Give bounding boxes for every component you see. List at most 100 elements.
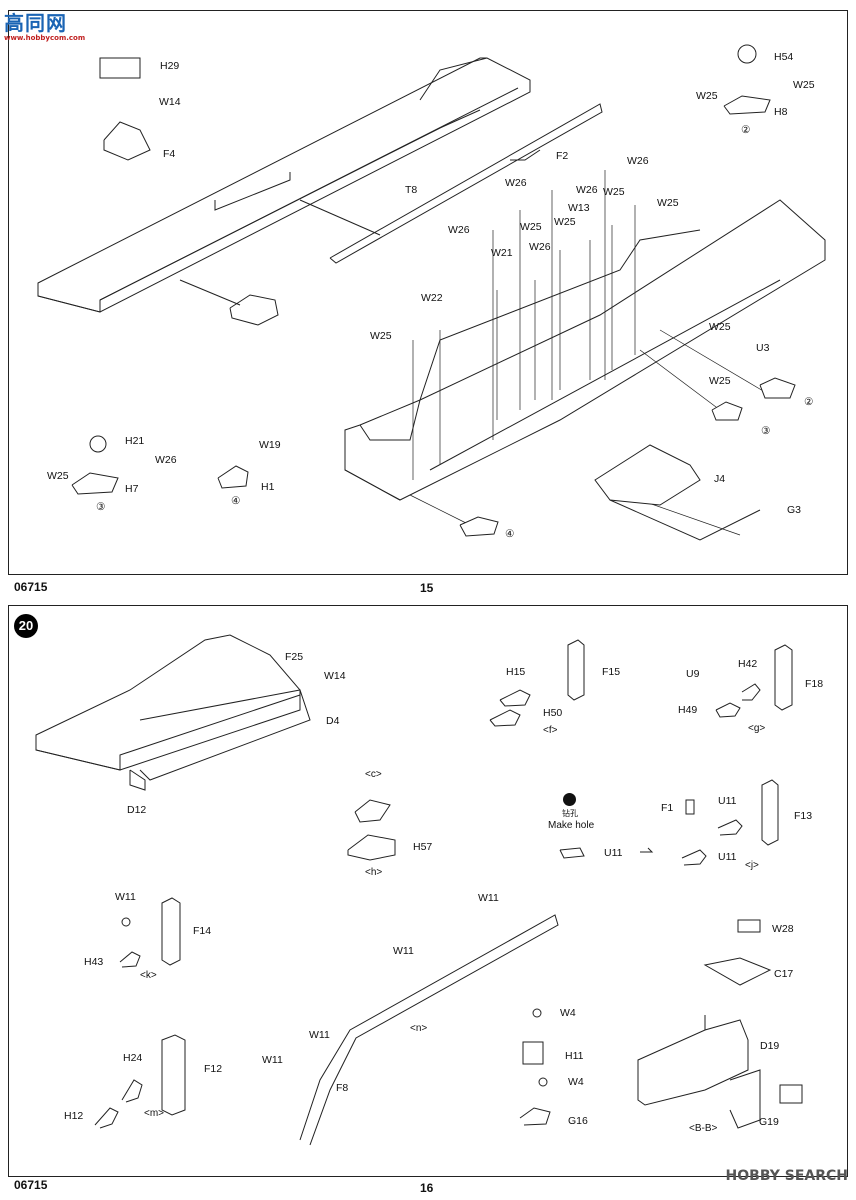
label-f1: F1	[661, 802, 674, 814]
label-f18: F18	[805, 678, 824, 690]
label-f4: F4	[163, 148, 176, 160]
assembly-leader-lines	[409, 170, 771, 536]
label-w26: W26	[505, 177, 527, 189]
h11-g16-part	[519, 1008, 551, 1126]
d12-f25-assembly	[35, 634, 311, 791]
label-w25: W25	[709, 321, 731, 333]
label-h54: H54	[774, 51, 794, 63]
label-t8: T8	[405, 184, 418, 196]
label-w13: W13	[568, 202, 590, 214]
label-w25: W25	[520, 221, 542, 233]
label-w11: W11	[309, 1029, 330, 1041]
label-w19: W19	[259, 439, 281, 451]
label-w22: W22	[421, 292, 443, 304]
label-circled-2: ②	[804, 396, 814, 408]
label-w11: W11	[478, 892, 499, 904]
f15-part	[489, 639, 585, 727]
label-h24: H24	[123, 1052, 143, 1064]
f14-part	[119, 897, 181, 968]
f8-part	[299, 914, 559, 1146]
label-h7: H7	[125, 483, 139, 495]
label-w14: W14	[324, 670, 346, 682]
label-h1: H1	[261, 481, 275, 493]
label-u11: U11	[604, 847, 623, 859]
f4-part	[103, 121, 151, 161]
page-number: 16	[420, 1181, 434, 1195]
bb-assembly	[637, 919, 803, 1129]
label-circled-4: ④	[505, 528, 515, 540]
label-w25: W25	[603, 186, 625, 198]
label-f14: F14	[193, 925, 212, 937]
caption-k: <k>	[140, 970, 157, 981]
label-w11: W11	[262, 1054, 283, 1066]
caption-m: <m>	[144, 1108, 165, 1119]
lower-hull	[344, 199, 826, 501]
h7-part	[71, 472, 119, 495]
label-h50: H50	[543, 707, 563, 719]
label-h15: H15	[506, 666, 526, 678]
label-w14: W14	[159, 96, 181, 108]
label-circled-3: ③	[761, 425, 771, 437]
label-c17: C17	[774, 968, 794, 980]
label-u11: U11	[718, 851, 737, 863]
step-number: 20	[14, 614, 38, 638]
h29-part	[99, 57, 141, 79]
f12-part	[94, 1034, 186, 1129]
catalog-code: 06715	[14, 580, 48, 594]
label-u9: U9	[686, 668, 700, 680]
drill-icon	[563, 793, 576, 806]
label-w25: W25	[370, 330, 392, 342]
label-d4: D4	[326, 715, 340, 727]
label-circled-2: ②	[741, 124, 751, 136]
label-h21: H21	[125, 435, 145, 447]
j4-g3-piece	[594, 444, 761, 541]
label-g19: G19	[759, 1116, 779, 1128]
label-h43: H43	[84, 956, 104, 968]
label-f15: F15	[602, 666, 621, 678]
caption-bb: <B-B>	[689, 1123, 718, 1134]
h57-part	[347, 834, 396, 861]
label-f2: F2	[556, 150, 569, 162]
label-w26: W26	[155, 454, 177, 466]
h1-part	[217, 465, 249, 489]
label-u3: U3	[756, 342, 770, 354]
label-w26: W26	[627, 155, 649, 167]
label-circled-4: ④	[231, 495, 241, 507]
label-u11: U11	[718, 795, 737, 807]
label-g3: G3	[787, 504, 802, 516]
caption-h: <h>	[365, 867, 383, 878]
label-w26: W26	[448, 224, 470, 236]
page-number: 15	[420, 581, 434, 595]
label-h57: H57	[413, 841, 433, 853]
label-h49: H49	[678, 704, 698, 716]
label-w4: W4	[568, 1076, 584, 1088]
label-h42: H42	[738, 658, 758, 670]
label-circled-3: ③	[96, 501, 106, 513]
label-w25: W25	[696, 90, 718, 102]
label-d12: D12	[127, 804, 147, 816]
label-h11: H11	[565, 1050, 584, 1062]
underside-part	[229, 294, 279, 326]
label-w25: W25	[709, 375, 731, 387]
label-w21: W21	[491, 247, 513, 259]
make-hole-cn: 钻孔	[562, 809, 578, 818]
catalog-code: 06715	[14, 1178, 48, 1192]
label-w28: W28	[772, 923, 794, 935]
make-hole-en: Make hole	[548, 820, 595, 831]
label-w4: W4	[560, 1007, 576, 1019]
caption-j: <j>	[745, 860, 759, 871]
label-w25: W25	[657, 197, 679, 209]
watermark: HOBBY SEARCH	[725, 1168, 848, 1184]
label-f12: F12	[204, 1063, 223, 1075]
label-f8: F8	[336, 1082, 349, 1094]
label-w11: W11	[393, 945, 414, 957]
f13-part	[559, 779, 779, 866]
label-g16: G16	[568, 1115, 588, 1127]
label-w26: W26	[576, 184, 598, 196]
label-j4: J4	[714, 473, 726, 485]
h8-part	[723, 95, 771, 115]
caption-n: <n>	[410, 1023, 428, 1034]
label-h8: H8	[774, 106, 788, 118]
